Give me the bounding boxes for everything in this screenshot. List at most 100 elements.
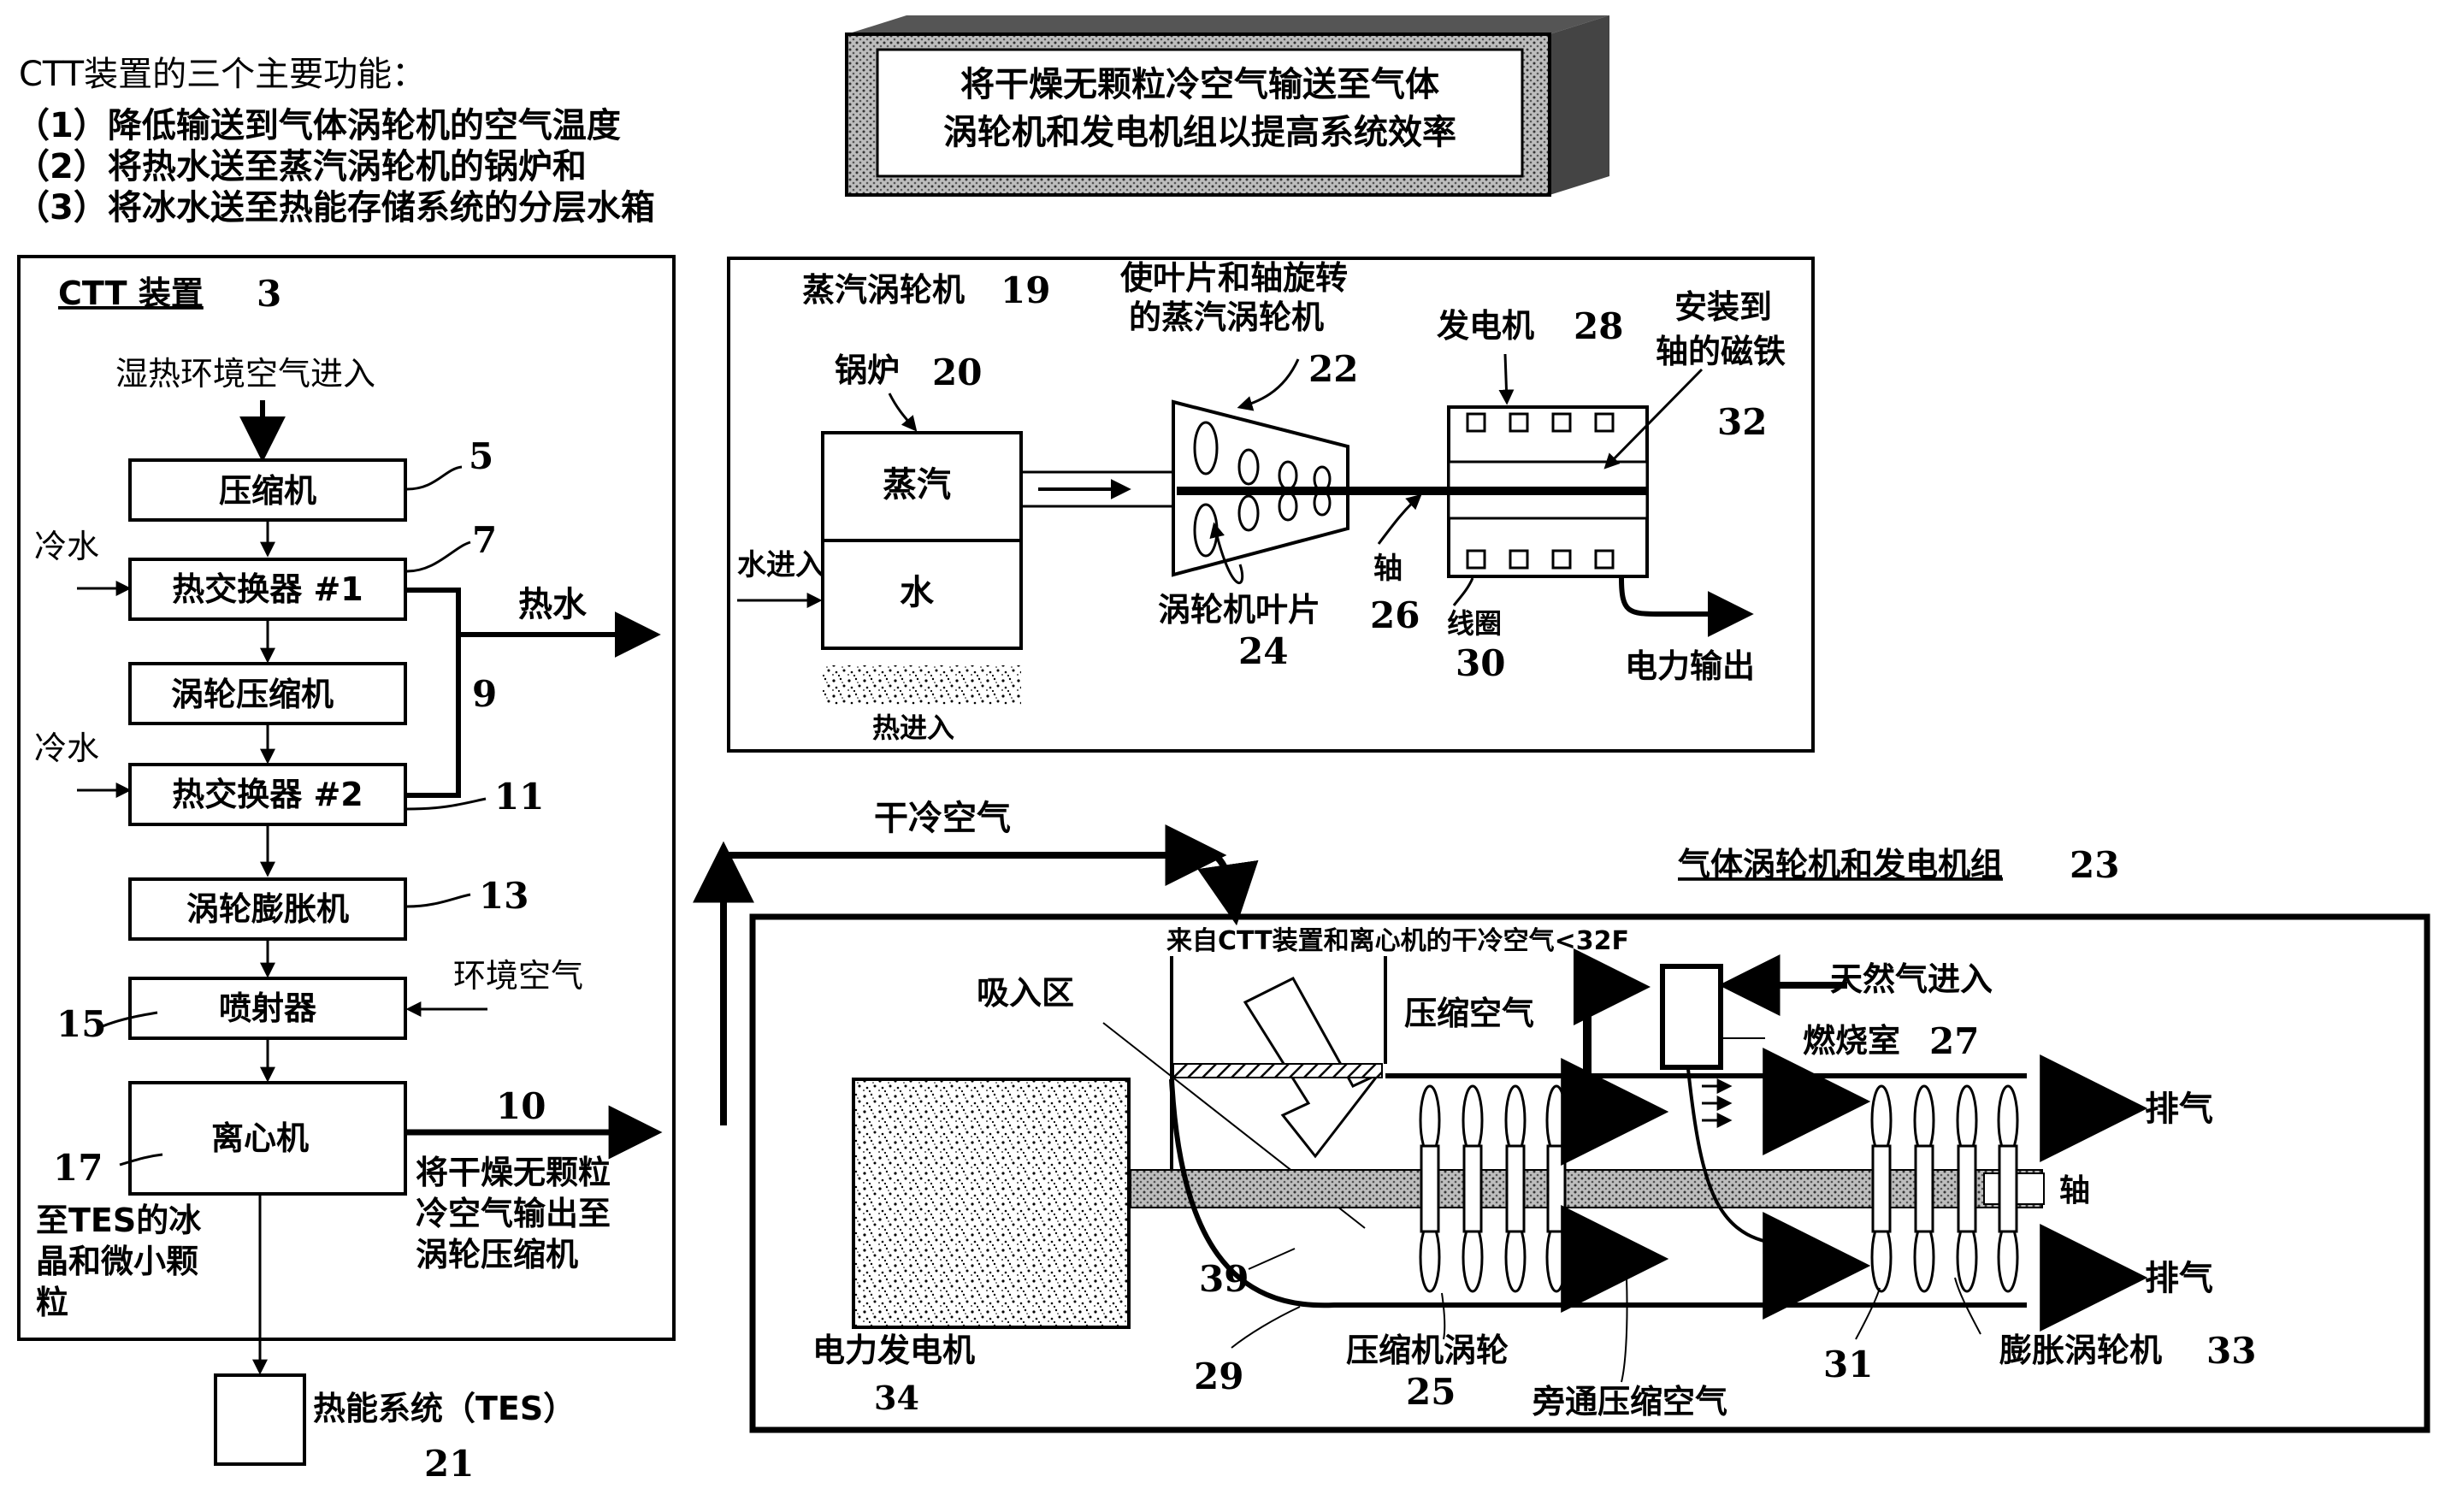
output-label-1: 将干燥无颗粒 xyxy=(416,1154,611,1191)
exhaust-label-2: 排气 xyxy=(2145,1259,2213,1298)
expansion-hub-3 xyxy=(1957,1144,1977,1233)
turbine-leader xyxy=(1237,358,1300,411)
centrifuge-label: 离心机 xyxy=(211,1119,309,1157)
coil-leader xyxy=(1452,577,1474,606)
hx1-label: 热交换器 #1 xyxy=(172,570,363,608)
compressor-turbine-leader xyxy=(1441,1292,1446,1340)
bypass-label: 旁通压缩空气 xyxy=(1532,1383,1727,1420)
intro-item-2: （2）将热水送至蒸汽涡轮机的锅炉和 xyxy=(15,147,587,186)
ambient-air-label: 环境空气 xyxy=(453,957,583,995)
gas-shaft xyxy=(1130,1169,2043,1208)
expander-leader xyxy=(406,893,471,908)
blades-number: 24 xyxy=(1238,630,1288,672)
banner-line-2: 涡轮机和发电机组以提高系统效率 xyxy=(943,113,1456,152)
magnets-label-1: 安装到 xyxy=(1674,288,1772,326)
blades-label: 涡轮机叶片 xyxy=(1158,591,1320,629)
output-label-2: 冷空气输出至 xyxy=(416,1195,611,1232)
coil-bottom-2 xyxy=(1509,549,1529,570)
turbine-blade-3 xyxy=(1237,448,1260,486)
expander-label: 涡轮膨胀机 xyxy=(186,890,349,928)
number-29: 29 xyxy=(1194,1355,1243,1397)
boiler-steam-label: 蒸汽 xyxy=(883,465,951,505)
magnets-number: 32 xyxy=(1717,401,1767,443)
turbo-compressor-number: 9 xyxy=(472,673,497,715)
combustor-label: 燃烧室 xyxy=(1803,1022,1900,1060)
expansion-turbine-number: 33 xyxy=(2206,1330,2256,1372)
output-label-3: 涡轮压缩机 xyxy=(416,1236,578,1273)
ejector-leader xyxy=(102,1011,158,1028)
boiler-label: 锅炉 xyxy=(835,351,900,389)
ctt-device: CTT 装置 3 湿热环境空气进入 压缩机 5 冷水 热交换器 #1 7 热水 … xyxy=(17,255,676,1375)
turbine-label-1: 使叶片和轴旋转 xyxy=(1120,259,1348,297)
turbine-blade-4 xyxy=(1237,494,1260,532)
expansion-hub-2 xyxy=(1914,1144,1934,1233)
exhaust-label-1: 排气 xyxy=(2145,1090,2213,1129)
number-29-leader xyxy=(1231,1306,1301,1349)
shaft-label: 轴 xyxy=(1373,552,1403,586)
compressor-leader xyxy=(406,465,463,491)
gas-shaft-label: 轴 xyxy=(2059,1173,2090,1208)
compressor-blade-4b xyxy=(1545,1221,1568,1293)
coil-bottom-4 xyxy=(1594,549,1615,570)
dry-air-label: 干冷空气 xyxy=(874,799,1011,838)
expansion-blade-3b xyxy=(1956,1221,1978,1293)
hx2-number: 11 xyxy=(494,776,544,818)
casing-bottom xyxy=(1169,1078,2027,1308)
compressor-blade-4a xyxy=(1545,1084,1568,1156)
coil-top-1 xyxy=(1466,412,1486,433)
steam-title: 蒸汽涡轮机 xyxy=(802,271,965,309)
boiler-leader xyxy=(888,393,918,432)
boiler-water-label: 水 xyxy=(900,573,935,612)
compressor-hub-2 xyxy=(1462,1144,1483,1233)
expander-number: 13 xyxy=(479,875,529,917)
ctt-title-number: 3 xyxy=(257,273,281,315)
steam-frame xyxy=(727,257,1815,753)
turbo-compressor-label: 涡轮压缩机 xyxy=(171,676,334,713)
banner-top-face xyxy=(847,15,1609,34)
expansion-stages xyxy=(1870,1084,2019,1293)
turbine-blade-1 xyxy=(1193,421,1219,475)
compressor-hub-4 xyxy=(1546,1144,1567,1233)
boiler-water-box xyxy=(821,539,1023,650)
expansion-blade-4a xyxy=(1997,1084,2019,1156)
generator-label: 发电机 xyxy=(1437,307,1534,345)
expansion-blade-4b xyxy=(1997,1221,2019,1293)
steam-title-number: 19 xyxy=(1001,269,1050,311)
banner-box xyxy=(876,48,1524,178)
centrifuge-output-number: 10 xyxy=(496,1085,546,1127)
electric-generator-box xyxy=(852,1078,1131,1329)
tes-box xyxy=(214,1373,306,1466)
banner-line-1: 将干燥无颗粒冷空气输送至气体 xyxy=(960,65,1439,104)
compressed-air-feed xyxy=(1574,948,1651,1079)
hx2-leader xyxy=(406,797,487,811)
expansion-blade-2b xyxy=(1913,1221,1935,1293)
electric-generator-number: 34 xyxy=(874,1379,919,1417)
expansion-hub-4 xyxy=(1998,1144,2018,1233)
magnets-label-2: 轴的磁铁 xyxy=(1656,333,1786,370)
hot-water-label: 热水 xyxy=(518,585,588,624)
steam-turbine-section: 蒸汽涡轮机 19 使叶片和轴旋转 的蒸汽涡轮机 22 锅炉 20 蒸汽 水 水进… xyxy=(727,257,1815,753)
hx1-box xyxy=(128,558,407,621)
compressor-label: 压缩机 xyxy=(219,472,316,510)
hx1-number: 7 xyxy=(472,519,497,561)
boiler-steam-box xyxy=(821,431,1023,542)
compressor-blade-2b xyxy=(1462,1221,1484,1293)
centrifuge-number: 17 xyxy=(53,1147,103,1189)
expansion-turbine-leader xyxy=(1954,1277,1981,1335)
compressor-blade-3b xyxy=(1504,1221,1527,1293)
gas-frame xyxy=(749,913,2430,1433)
combustor-bypass-flow xyxy=(1686,1068,1797,1255)
coil-top-2 xyxy=(1509,412,1529,433)
gas-title: 气体涡轮机和发电机组 xyxy=(1678,846,2003,883)
number-31: 31 xyxy=(1823,1344,1873,1385)
blades-leader xyxy=(1209,522,1244,585)
hx1-leader xyxy=(406,540,471,573)
tes-label-1: 至TES的冰 xyxy=(36,1202,202,1239)
ejector-box xyxy=(128,977,407,1040)
natural-gas-label: 天然气进入 xyxy=(1830,960,1993,998)
number-39: 39 xyxy=(1199,1258,1249,1300)
number-31-leader xyxy=(1855,1287,1881,1340)
cold-water-1-label: 冷水 xyxy=(34,528,99,565)
ejector-number: 15 xyxy=(56,1003,106,1045)
tes-number: 21 xyxy=(424,1443,474,1485)
